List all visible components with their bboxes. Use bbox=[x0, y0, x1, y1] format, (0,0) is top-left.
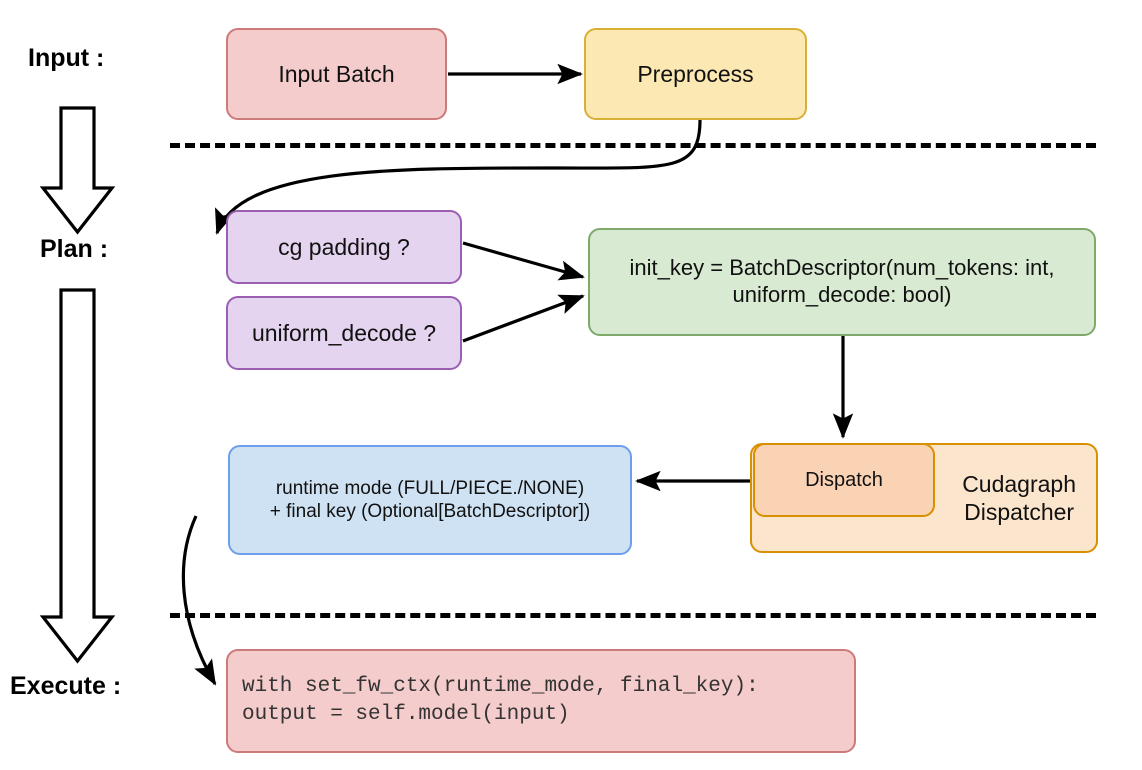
node-preprocess[interactable]: Preprocess bbox=[584, 28, 807, 120]
input-to-plan-block-arrow bbox=[39, 106, 116, 235]
uniform-decode-to-init-key bbox=[462, 294, 585, 343]
stage-label-plan: Plan : bbox=[40, 235, 109, 263]
node-cg-padding[interactable]: cg padding ? bbox=[226, 210, 462, 284]
stage-label-execute: Execute : bbox=[10, 672, 122, 700]
plan-execute-divider bbox=[170, 613, 1096, 618]
node-dispatch[interactable]: Dispatch bbox=[753, 443, 935, 517]
stage-label-input: Input : bbox=[28, 44, 105, 72]
runtime-mode-to-code-block bbox=[181, 515, 217, 686]
node-init-key[interactable]: init_key = BatchDescriptor(num_tokens: i… bbox=[588, 228, 1096, 336]
input-plan-divider bbox=[170, 143, 1096, 148]
node-uniform-decode[interactable]: uniform_decode ? bbox=[226, 296, 462, 370]
node-input-batch[interactable]: Input Batch bbox=[226, 28, 447, 120]
node-code-block[interactable]: with set_fw_ctx(runtime_mode, final_key)… bbox=[226, 649, 856, 753]
plan-to-execute-block-arrow bbox=[39, 288, 116, 664]
cg-padding-to-init-key bbox=[462, 241, 585, 281]
node-runtime-mode[interactable]: runtime mode (FULL/PIECE./NONE) + final … bbox=[228, 445, 632, 555]
